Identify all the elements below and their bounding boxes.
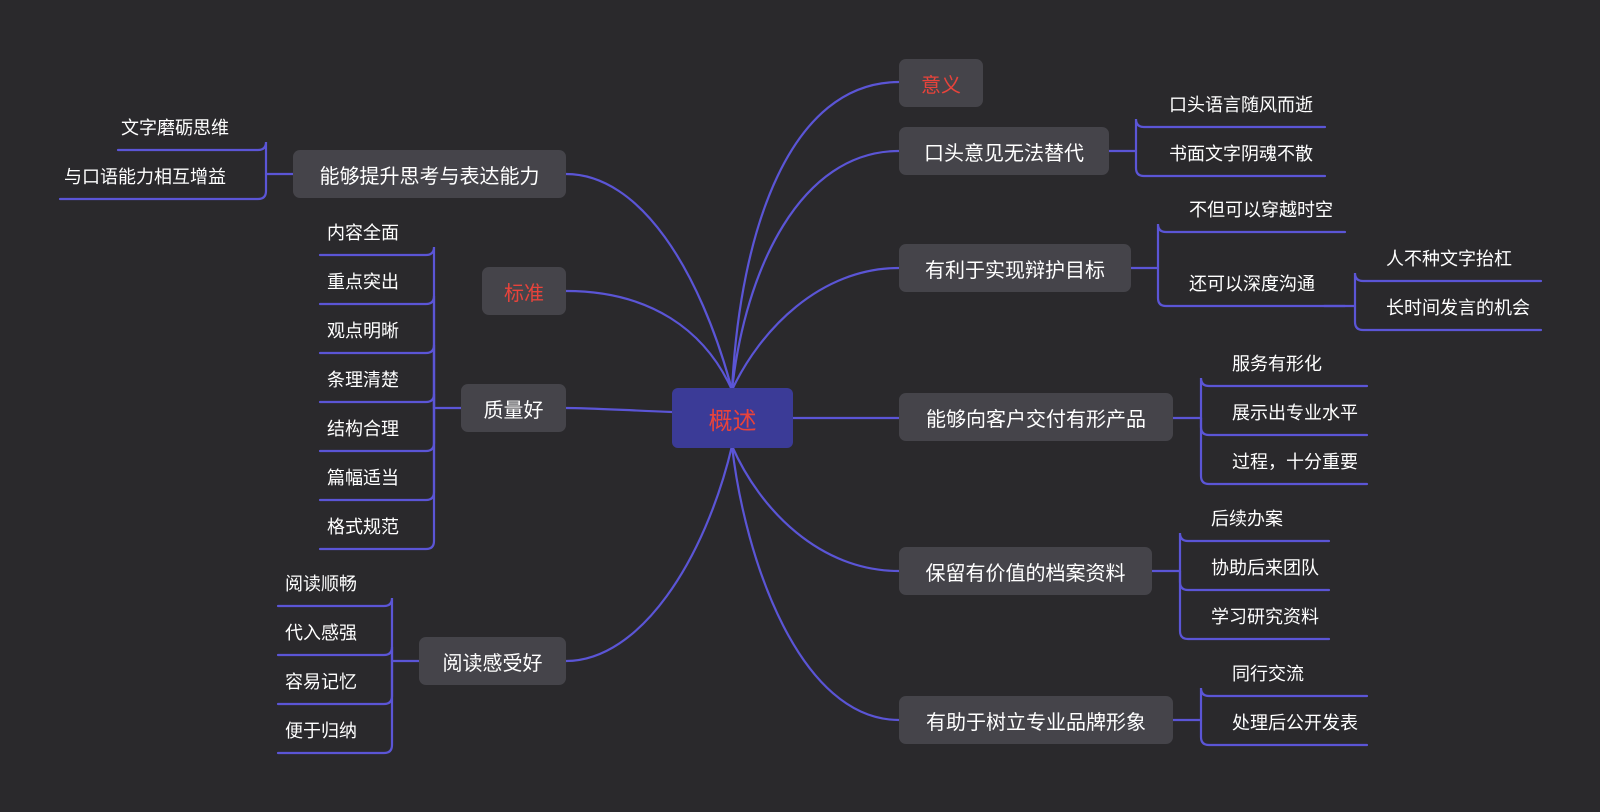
leaf-quality-5[interactable]: 结构合理 <box>327 419 399 440</box>
bracket-think-leaf-0 <box>116 141 268 176</box>
leaf-reading-4[interactable]: 便于归纳 <box>285 721 357 742</box>
leaf-defense-1[interactable]: 不但可以穿越时空 <box>1189 200 1333 221</box>
leaf-defense-sub-1[interactable]: 人不种文字抬杠 <box>1386 249 1512 270</box>
leaf-product-2[interactable]: 展示出专业水平 <box>1232 403 1358 424</box>
branch-standard[interactable]: 标准 <box>482 267 566 315</box>
leaf-quality-3[interactable]: 观点明晰 <box>327 321 399 342</box>
root-node[interactable]: 概述 <box>672 388 793 448</box>
branch-think-express[interactable]: 能够提升思考与表达能力 <box>293 150 566 198</box>
link-root-standard <box>564 289 734 392</box>
bracket-reading-leaf-3 <box>276 659 394 755</box>
leaf-brand-1[interactable]: 同行交流 <box>1232 664 1304 685</box>
leaf-think-2[interactable]: 与口语能力相互增益 <box>64 167 226 188</box>
bracket-product-leaf-2 <box>1199 416 1369 486</box>
branch-tangible-product[interactable]: 能够向客户交付有形产品 <box>899 393 1173 441</box>
link-root-think <box>564 172 734 392</box>
bracket-reading-leaf-0 <box>276 597 394 663</box>
leaf-product-1[interactable]: 服务有形化 <box>1232 354 1322 375</box>
link-root-quality <box>564 406 674 414</box>
branch-reading[interactable]: 阅读感受好 <box>419 637 566 685</box>
bracket-quality-leaf-0 <box>318 246 436 410</box>
leaf-quality-6[interactable]: 篇幅适当 <box>327 468 399 489</box>
leaf-brand-2[interactable]: 处理后公开发表 <box>1232 713 1358 734</box>
bracket-defense-leaf-0 <box>1156 223 1347 270</box>
leaf-oral-1[interactable]: 口头语言随风而逝 <box>1169 95 1313 116</box>
bracket-think-leaf-1 <box>58 172 268 201</box>
leaf-defense-2[interactable]: 还可以深度沟通 <box>1189 274 1315 295</box>
bracket-product-leaf-0 <box>1199 377 1369 420</box>
leaf-reading-1[interactable]: 阅读顺畅 <box>285 574 357 595</box>
bracket-oral-leaf-0 <box>1134 118 1327 153</box>
branch-archive[interactable]: 保留有价值的档案资料 <box>899 547 1152 595</box>
bracket-quality-leaf-6 <box>318 406 436 551</box>
link-root-meaning <box>730 80 901 392</box>
branch-defense-goal[interactable]: 有利于实现辩护目标 <box>899 244 1131 292</box>
branch-brand-image[interactable]: 有助于树立专业品牌形象 <box>899 696 1173 744</box>
bracket-quality-leaf-3 <box>318 393 436 410</box>
leaf-defense-sub-2[interactable]: 长时间发言的机会 <box>1386 298 1530 319</box>
branch-quality[interactable]: 质量好 <box>461 384 566 432</box>
leaf-quality-2[interactable]: 重点突出 <box>327 272 399 293</box>
leaf-think-1[interactable]: 文字磨砺思维 <box>121 118 229 139</box>
branch-meaning[interactable]: 意义 <box>899 59 983 107</box>
link-root-defense <box>730 266 901 392</box>
bracket-archive-leaf-0 <box>1178 532 1331 573</box>
leaf-archive-3[interactable]: 学习研究资料 <box>1211 607 1319 628</box>
bracket-reading-leaf-1 <box>276 646 394 663</box>
leaf-quality-4[interactable]: 条理清楚 <box>327 370 399 391</box>
link-root-reading <box>564 444 734 663</box>
bracket-brand-leaf-0 <box>1199 687 1369 722</box>
link-root-brand <box>730 444 901 722</box>
bracket-defense-leaf-1 <box>1156 266 1347 308</box>
link-root-oral <box>730 149 901 392</box>
bracket-oral-leaf-1 <box>1134 149 1327 178</box>
link-root-archive <box>730 444 901 573</box>
bracket-quality-leaf-2 <box>318 344 436 410</box>
bracket-defense-sub-leaf-0 <box>1353 272 1543 308</box>
leaf-oral-2[interactable]: 书面文字阴魂不散 <box>1169 144 1313 165</box>
leaf-quality-1[interactable]: 内容全面 <box>327 223 399 244</box>
leaf-reading-3[interactable]: 容易记忆 <box>285 672 357 693</box>
leaf-quality-7[interactable]: 格式规范 <box>327 517 399 538</box>
leaf-reading-2[interactable]: 代入感强 <box>285 623 357 644</box>
leaf-archive-1[interactable]: 后续办案 <box>1211 509 1283 530</box>
branch-oral-irreplaceable[interactable]: 口头意见无法替代 <box>899 127 1109 175</box>
leaf-product-3[interactable]: 过程，十分重要 <box>1232 452 1358 473</box>
bracket-quality-leaf-1 <box>318 295 436 410</box>
bracket-archive-leaf-2 <box>1178 569 1331 641</box>
bracket-defense-sub-leaf-1 <box>1353 304 1543 332</box>
bracket-brand-leaf-1 <box>1199 718 1369 747</box>
leaf-archive-2[interactable]: 协助后来团队 <box>1211 558 1319 579</box>
